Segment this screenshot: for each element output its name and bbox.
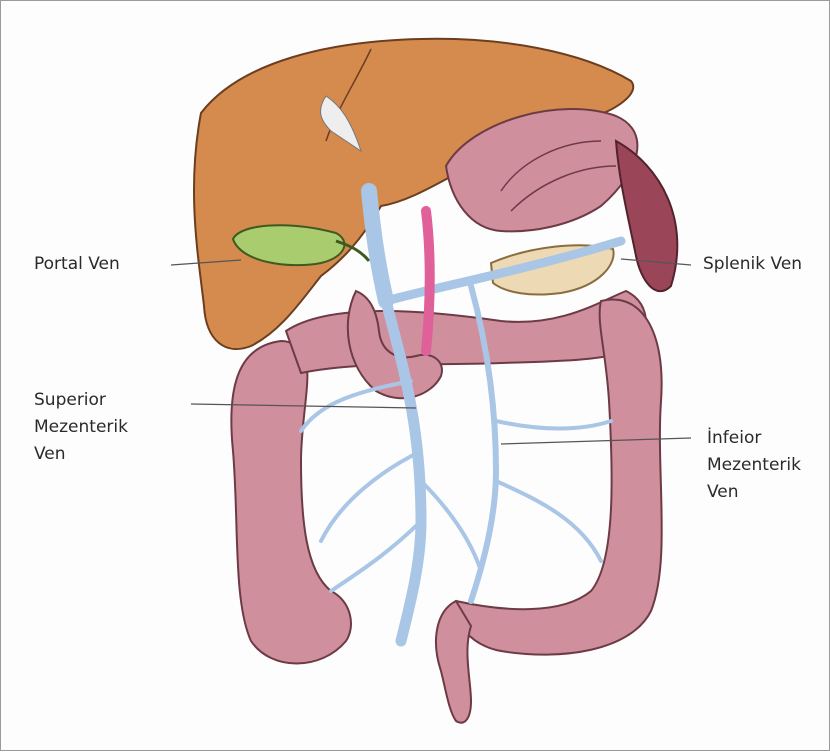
sigmoid-rectum	[436, 601, 471, 723]
aorta-artery	[426, 211, 430, 351]
label-superior-line1: Superior	[34, 387, 106, 414]
leader-inferior	[501, 438, 691, 444]
label-superior-line3: Ven	[34, 441, 66, 468]
portal-vein	[369, 191, 386, 301]
label-portal-vein: Portal Ven	[34, 251, 120, 278]
label-inferior-line2: Mezenterik	[707, 452, 801, 479]
ascending-colon	[231, 341, 351, 664]
label-inferior-line1: İnfeior	[707, 425, 761, 452]
spleen	[616, 141, 677, 291]
label-inferior-line3: Ven	[707, 479, 739, 506]
label-splenic-vein: Splenik Ven	[703, 251, 802, 278]
transverse-colon	[286, 291, 646, 373]
label-superior-line2: Mezenterik	[34, 414, 128, 441]
vein-branches	[301, 381, 611, 591]
